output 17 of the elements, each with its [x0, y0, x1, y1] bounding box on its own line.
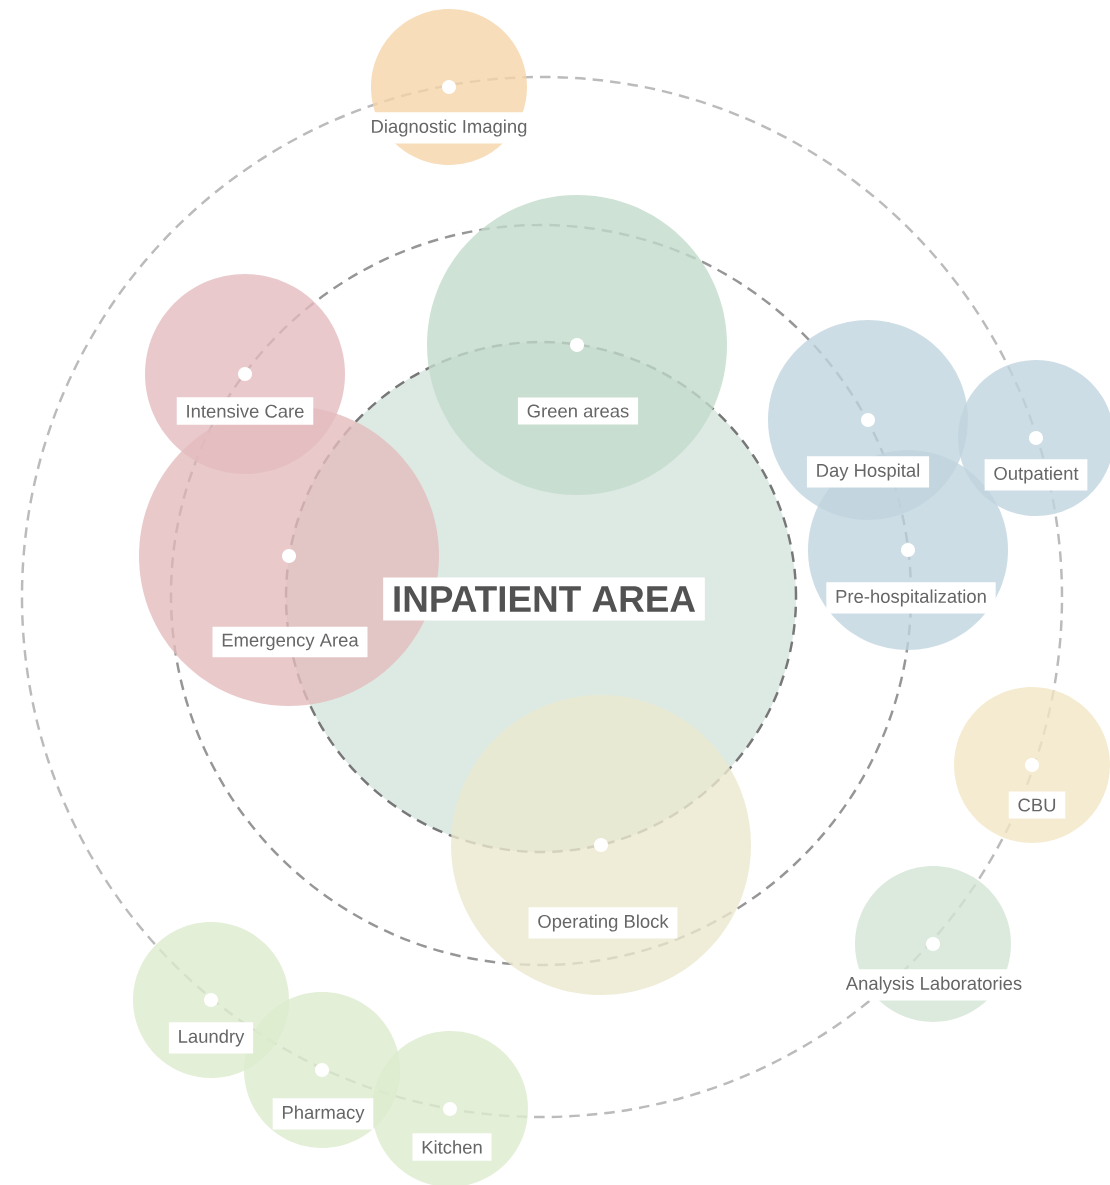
label-box: Analysis Laboratories	[837, 969, 1031, 1001]
label-box: Intensive Care	[176, 397, 314, 425]
label-box: Outpatient	[984, 459, 1088, 491]
bubble	[427, 195, 727, 495]
label-box: Green areas	[517, 397, 639, 425]
bubble	[954, 687, 1110, 843]
label-box: CBU	[1008, 791, 1066, 819]
label-box: Kitchen	[412, 1133, 492, 1161]
label-box: Pre-hospitalization	[826, 582, 996, 614]
label-box: Emergency Area	[212, 626, 368, 658]
label-box: Laundry	[168, 1022, 254, 1054]
label-box: INPATIENT AREA	[383, 577, 705, 621]
label-box: Operating Block	[528, 907, 678, 939]
bubble	[451, 695, 751, 995]
label-box: Pharmacy	[272, 1098, 374, 1130]
label-box: Day Hospital	[806, 456, 930, 488]
label-box: Diagnostic Imaging	[361, 112, 537, 144]
